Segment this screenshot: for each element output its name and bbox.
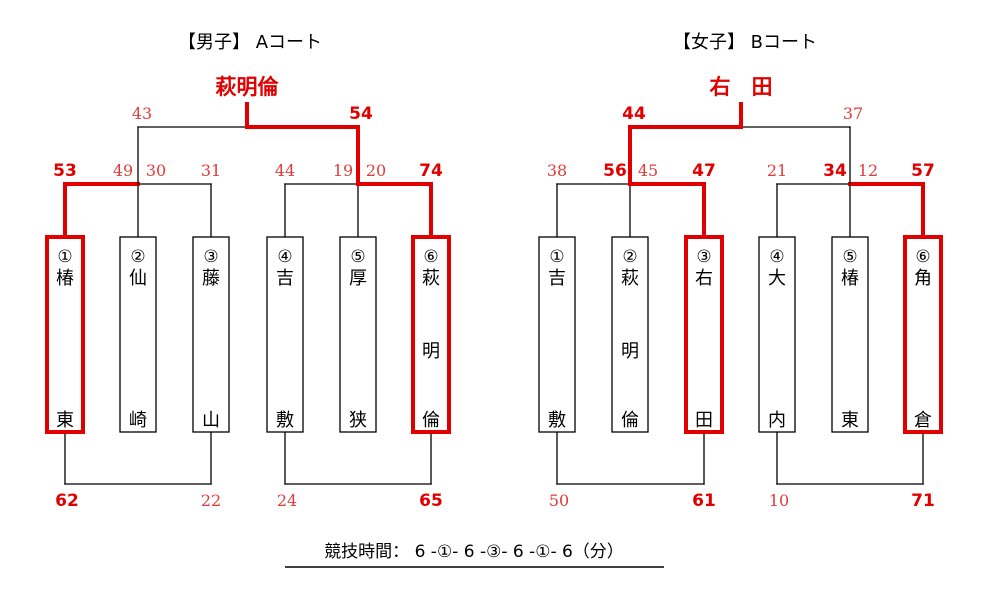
bracket-title: 【男子】 Aコート	[178, 32, 322, 53]
team-box	[903, 235, 943, 434]
semi-score: 53	[53, 161, 77, 181]
team-number: ①	[549, 247, 564, 267]
bracket-lines	[63, 102, 925, 485]
team-name-char: 倫	[422, 410, 440, 431]
team-name-char: 敷	[276, 410, 294, 431]
team-name-char: 仙	[129, 268, 147, 289]
semi-score: 12	[858, 161, 878, 180]
team-name-char: 明	[621, 341, 639, 362]
team-name-char: 吉	[548, 268, 566, 289]
semi-score: 56	[603, 161, 627, 181]
footer-text: 競技時間： 6 -①- 6 -③- 6 -①- 6（分）	[324, 542, 624, 562]
team-number: ③	[696, 247, 711, 267]
semi-score: 19	[333, 161, 353, 180]
team-number: ④	[769, 247, 784, 267]
team-name-char: 椿	[841, 268, 859, 289]
team-name-char: 狭	[349, 410, 367, 431]
team-name-char: 萩	[422, 268, 440, 289]
team-number: ⑤	[350, 247, 365, 267]
team-box	[266, 236, 304, 433]
semi-score: 30	[146, 161, 166, 180]
team-name-char: 角	[914, 268, 932, 289]
champion-name: 萩明倫	[216, 75, 280, 99]
pool-score: 10	[769, 491, 789, 510]
team-box	[684, 235, 724, 434]
team-box	[45, 235, 85, 434]
team-name-char: 東	[841, 410, 859, 431]
final-score: 43	[132, 104, 152, 123]
team-name-char: 厚	[349, 268, 367, 289]
team-box	[192, 236, 230, 433]
semi-score: 47	[692, 161, 716, 181]
team-box	[758, 236, 796, 433]
semi-score: 34	[823, 161, 847, 181]
team-name-char: 右	[695, 268, 713, 289]
team-box	[611, 236, 649, 433]
semi-score: 20	[366, 161, 386, 180]
team-box	[538, 236, 576, 433]
team-number: ③	[203, 247, 218, 267]
pool-score: 50	[549, 491, 569, 510]
pool-score: 62	[55, 491, 79, 511]
team-name-char: 吉	[276, 268, 294, 289]
semi-score: 57	[911, 161, 935, 181]
team-name-char: 大	[768, 268, 786, 289]
team-number: ①	[57, 247, 72, 267]
semi-score: 74	[419, 161, 443, 181]
pool-score: 22	[201, 491, 221, 510]
champion-name: 右 田	[710, 75, 773, 99]
team-name-char: 東	[56, 410, 74, 431]
team-name-char: 敷	[548, 410, 566, 431]
semi-score: 21	[767, 161, 787, 180]
pool-score: 65	[419, 491, 443, 511]
team-name-char: 明	[422, 341, 440, 362]
team-name-char: 椿	[56, 268, 74, 289]
semi-score: 31	[201, 161, 221, 180]
semi-score: 49	[113, 161, 133, 180]
semi-score: 44	[275, 161, 295, 180]
team-boxes	[45, 235, 943, 434]
semi-score: 45	[638, 161, 658, 180]
team-name-char: 藤	[202, 268, 220, 289]
team-box	[411, 235, 451, 434]
team-box	[831, 236, 869, 433]
team-box	[119, 236, 157, 433]
semi-score: 38	[547, 161, 567, 180]
final-score: 54	[349, 104, 373, 124]
team-name-char: 萩	[621, 268, 639, 289]
team-name-char: 山	[202, 410, 220, 431]
team-name-char: 崎	[129, 410, 147, 431]
team-name-char: 田	[695, 410, 713, 431]
pool-score: 24	[277, 491, 297, 510]
pool-score: 71	[911, 491, 935, 511]
team-number: ⑥	[915, 247, 930, 267]
pool-score: 61	[692, 491, 716, 511]
team-number: ④	[277, 247, 292, 267]
team-name-char: 内	[768, 410, 786, 431]
team-name-char: 倉	[914, 410, 932, 431]
team-number: ⑤	[842, 247, 857, 267]
bracket-title: 【女子】 Bコート	[673, 32, 817, 53]
final-score: 37	[843, 104, 863, 123]
final-score: 44	[622, 104, 646, 124]
team-number: ②	[130, 247, 145, 267]
team-number: ②	[622, 247, 637, 267]
team-box	[339, 236, 377, 433]
team-number: ⑥	[423, 247, 438, 267]
team-name-char: 倫	[621, 410, 639, 431]
